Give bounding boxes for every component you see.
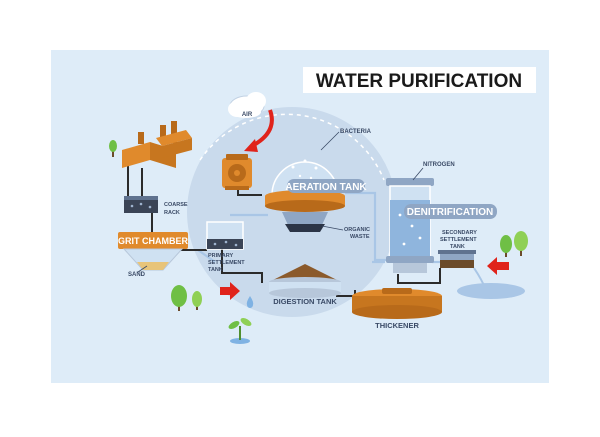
trees-left-icon — [171, 285, 202, 311]
grit-chamber-label: GRIT CHAMBER — [118, 236, 188, 246]
nitrogen-label: NITROGEN — [423, 162, 455, 168]
air-arrow-head — [244, 139, 258, 152]
primary-label-1: PRIMARY — [208, 253, 233, 259]
coarse-rack-label-2: RACK — [164, 210, 180, 216]
coarse-rack-label-1: COARSE — [164, 202, 188, 208]
denitrification-label: DENITRIFICATION — [407, 207, 493, 218]
digestion-tank-label: DIGESTION TANK — [273, 297, 337, 306]
secondary-label-1: SECONDARY — [442, 230, 477, 236]
organic-waste-label-2: WASTE — [350, 234, 370, 240]
thickener — [352, 288, 442, 319]
denitrification-label-pill — [404, 204, 497, 219]
sand-label: SAND — [128, 272, 146, 278]
blower-icon — [222, 154, 252, 190]
aeration-tank-label: AERATION TANK — [285, 182, 367, 193]
coarse-rack — [124, 196, 158, 213]
secondary-label-3: TANK — [450, 244, 465, 250]
digestion-tank — [269, 264, 341, 298]
flow-dash — [199, 113, 385, 181]
sand-leader — [137, 265, 148, 273]
primary-label-3: TANK — [208, 267, 223, 273]
page-title: WATER PURIFICATION — [316, 71, 522, 92]
organic-waste-leader — [321, 225, 344, 231]
aeration-tank-label-pill — [287, 179, 365, 193]
bacteria-label: BACTERIA — [340, 129, 372, 135]
sprout-icon — [228, 318, 252, 344]
primary-label-2: SETTLEMENT — [208, 260, 245, 266]
title-box — [303, 67, 536, 93]
inflow-arrow-right-icon — [487, 257, 509, 275]
secondary-label-2: SETTLEMENT — [440, 237, 477, 243]
air-label: AIR — [242, 112, 253, 118]
bacteria-leader — [320, 131, 340, 151]
organic-waste-label-1: ORGANIC — [344, 227, 370, 233]
grit-chamber — [118, 232, 188, 271]
denitrification-tank — [386, 178, 434, 273]
nitrogen-leader — [412, 167, 424, 181]
secondary-settlement-tank — [438, 250, 476, 268]
primary-settlement-tank — [206, 221, 244, 250]
trees-right-icon — [500, 231, 528, 257]
tree-top-left-icon — [109, 140, 117, 157]
water-drop-icon — [246, 296, 254, 308]
output-pond — [457, 283, 525, 299]
digestion-arrow-icon — [220, 282, 240, 300]
pond-outlet — [473, 267, 487, 291]
air-cloud-icon — [228, 92, 266, 118]
blue-pipes — [197, 191, 440, 264]
factory-icon — [122, 121, 192, 168]
thickener-label: THICKENER — [375, 321, 419, 330]
